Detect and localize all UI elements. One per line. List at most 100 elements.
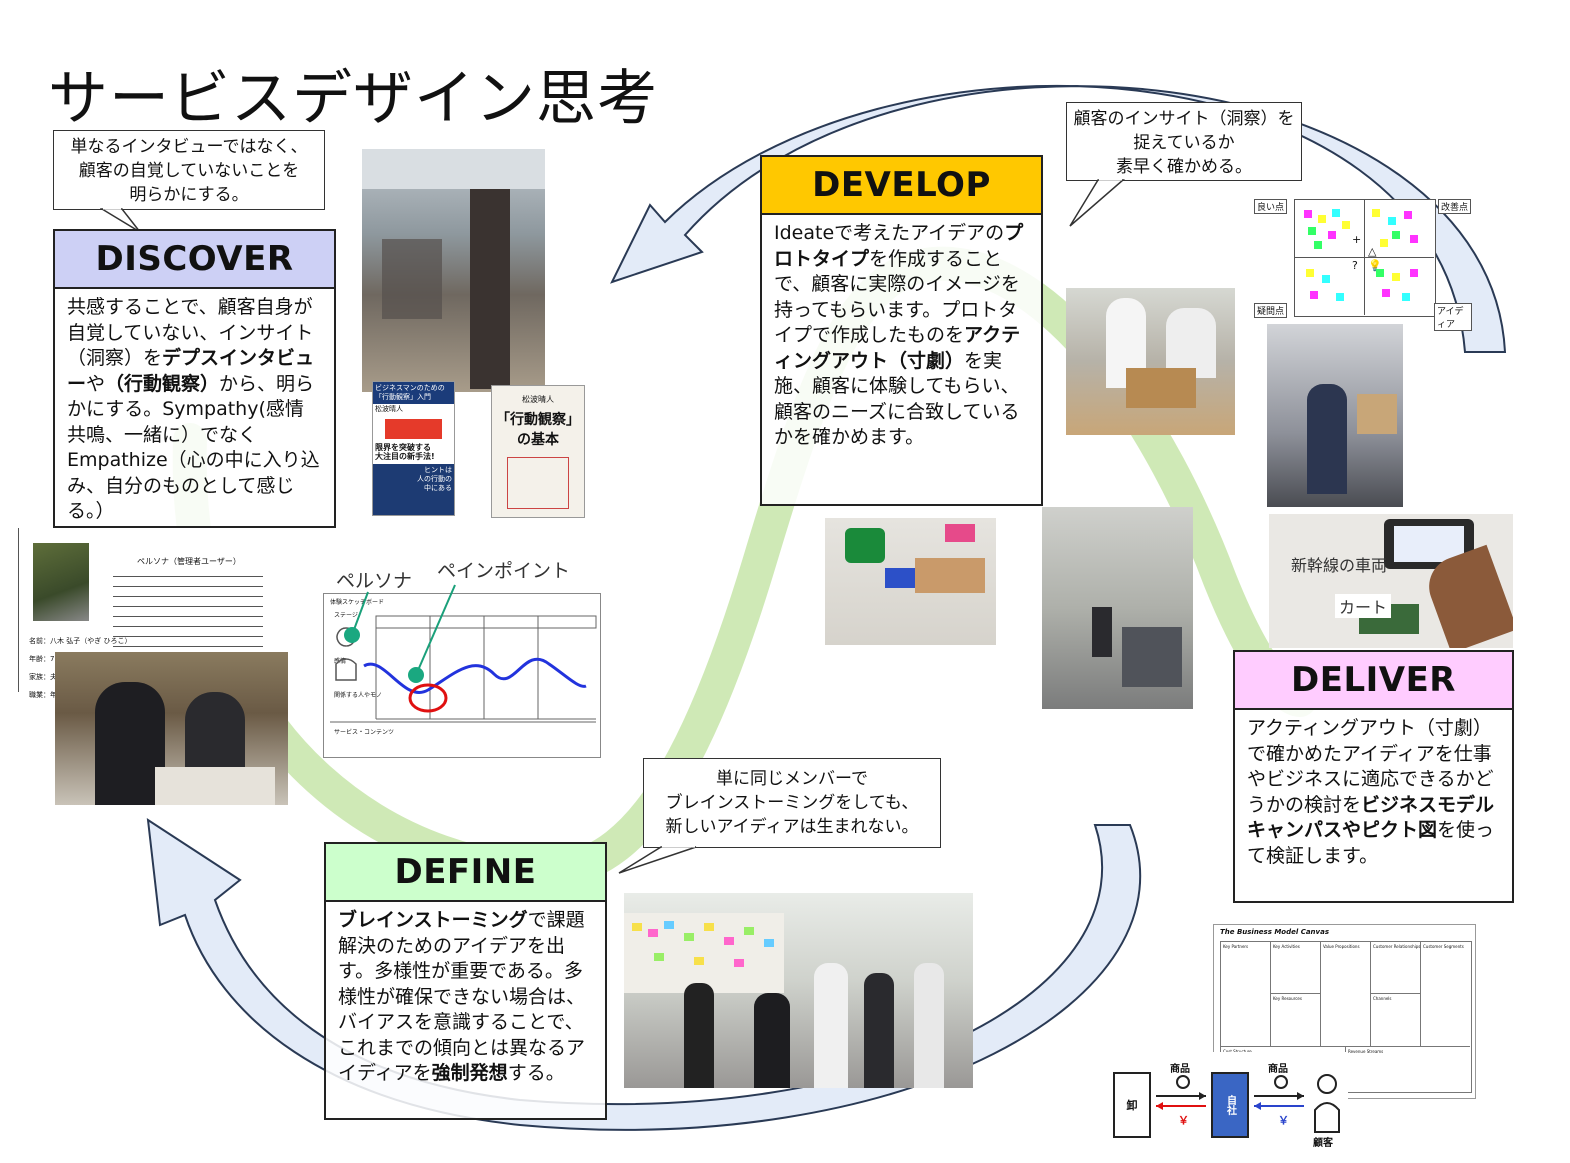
discover-callout: 単なるインタビューではなく、 顧客の自覚していないことを 明らかにする。 [53,130,325,210]
bmc-cell-label: Cost Structure [1223,1049,1252,1054]
bmc-cell-label: Key Resources [1273,996,1302,1001]
depth-interview-photo [55,652,288,805]
journey-row-label: 関係する人やモノ [334,692,383,699]
define-header: DEFINE [324,842,607,902]
pict-product-label: 商品 [1268,1064,1288,1075]
top-cycle-arrow [610,84,1507,353]
develop-callout-line: 顧客のインサイト（洞察）を [1073,109,1295,129]
bmc-cell-label: Customer Segments [1423,944,1464,949]
deliver-header: DELIVER [1233,650,1514,710]
discover-text: 共感することで、顧客自身が自覚していない、インサイト（洞察）を [67,296,314,369]
define-callout-line: ブレインストーミングをしても、 [665,793,919,813]
board-symbol: ? [1352,259,1358,272]
board-label: アイディア [1434,303,1472,331]
persona-field: 名前：八木 弘子（やぎ ひろこ） [29,637,132,645]
discover-callout-line: 単なるインタビューではなく、 [70,137,308,157]
book2-title: 「行動観察」 [496,412,580,428]
develop-callout-tail [1069,179,1126,227]
bmc-title: The Business Model Canvas [1220,928,1329,936]
discover-text: から、明らかにする。Sympathy(感情共鳴、一緒に）でなくEmpathize… [67,372,320,523]
station-observation-photo [362,149,545,392]
persona-field: 家族：夫と二人 [29,673,78,681]
discover-callout-tail [100,208,141,233]
persona-sheet-title: ペルソナ（管理者ユーザー） [137,557,241,566]
define-callout: 単に同じメンバーで ブレインストーミングをしても、 新しいアイディアは生まれない… [643,758,941,848]
define-callout-line: 新しいアイディアは生まれない。 [665,817,919,837]
pict-company: 自社 [1211,1072,1249,1138]
develop-text-bold: アクティングアウト（寸劇） [774,324,1021,372]
deliver-text: を使って検証します。 [1247,819,1495,867]
discover-text-bold: （行動観察） [105,372,220,395]
book1-line: ビジネスマンのための [375,384,445,392]
book1-tag: 人の行動の [417,475,452,483]
pict-customer-label: 顧客 [1313,1138,1333,1149]
bmc-cell-label: Customer Relationships [1373,944,1421,949]
persona-label: ペルソナ [336,570,413,592]
pict-arrows [1156,1074,1340,1133]
discover-text-bold: デプスインタビュー [67,347,315,395]
pict-yen-label: ￥ [1178,1114,1189,1127]
persona-field: 職業：年金 [29,691,64,699]
bmc-cell-label: Revenue Streams [1348,1049,1384,1054]
discover-body: 共感することで、顧客自身が自覚していない、インサイト（洞察）をデプスインタビュー… [53,289,336,528]
discover-header: DISCOVER [53,229,336,289]
board-symbol: 💡 [1368,259,1382,272]
book1-tag: 大注目の新手法! [375,452,435,461]
prototype-workshop-photo [1066,288,1235,435]
define-text: で課題解決のためのアイデアを出す。多様性が重要である。多様性が確保できない場合は… [338,909,586,1084]
deliver-text: アクティングアウト（寸劇）で確かめたアイディアを仕事やビジネスに適応できるかどう… [1247,717,1494,816]
book1-tag: ヒントは [424,466,452,474]
journey-row-label: サービス・コンテンツ [334,729,395,736]
develop-callout-line: 捉えているか [1133,133,1235,153]
define-callout-tail [618,846,697,874]
develop-text-bold: プロトタイプ [774,222,1024,270]
feedback-board: 良い点 改善点 疑問点 アイディア + △ ? 💡 [1252,195,1472,331]
brainstorming-photo [624,893,973,1088]
board-label: 改善点 [1438,199,1472,214]
deliver-text-bold: ビジネスモデルキャンパスやピクト図 [1247,793,1495,842]
board-symbol: △ [1368,245,1377,258]
book2-author: 松波晴人 [522,395,554,404]
journey-board-title: 体験スケッチボード [330,599,385,606]
bmc-cell-label: Key Activities [1273,944,1300,949]
define-text-bold: ブレインストーミング [338,909,528,931]
acting-out-photo [1267,324,1403,507]
define-body: ブレインストーミングで課題解決のためのアイデアを出す。多様性が重要である。多様性… [324,902,607,1120]
book-cover-behavior-observation-intro: ビジネスマンのための「行動観察」入門 松波晴人 限界を突破する大注目の新手法! … [372,381,455,516]
book-cover-behavior-observation-basics: 松波晴人 「行動観察」 の基本 [491,385,585,518]
photo-label-cart: カート [1335,594,1392,618]
bmc-cell-label: Channels [1373,996,1392,1001]
persona-fields: 名前：八木 弘子（やぎ ひろこ） 年齢：70歳 家族：夫と二人 職業：年金 [29,632,131,704]
shinkansen-cart-photo: 新幹線の車両 カート [1269,514,1513,648]
workshop-room-photo [1042,507,1193,709]
develop-callout: 顧客のインサイト（洞察）を 捉えているか 素早く確かめる。 [1066,102,1302,181]
develop-body: Ideateで考えたアイデアのプロトタイプを作成することで、顧客に実際のイメージ… [760,215,1043,506]
pict-wholesaler: 卸 [1113,1072,1151,1138]
book2-title: の基本 [517,432,559,448]
persona-photo [33,543,89,621]
discover-text: や [86,372,106,395]
develop-callout-line: 素早く確かめる。 [1116,157,1252,177]
develop-text: を作成することで、顧客に実際のイメージを持ってもらいます。プロトタイプで作成した… [774,247,1020,347]
develop-header: DEVELOP [760,155,1043,215]
book1-tag: 中にある [424,484,452,492]
painpoint-label: ペインポイント [437,560,571,582]
photo-label-shinkansen: 新幹線の車両 [1291,556,1388,575]
define-callout-line: 単に同じメンバーで [716,769,868,789]
board-symbol: + [1352,233,1362,246]
discover-callout-line: 明らかにする。 [129,185,249,205]
bmc-cell-label: Value Propositions [1323,944,1360,949]
pict-yen-label: ￥ [1278,1114,1289,1127]
book1-line: 「行動観察」入門 [375,393,431,401]
develop-text: Ideateで考えたアイデアの [774,222,1005,244]
page-title: サービスデザイン思考 [48,64,658,134]
pict-product-label: 商品 [1170,1064,1190,1075]
develop-text: を実施、顧客に体験してもらい、顧客のニーズに合致しているかを確かめます。 [774,349,1020,449]
board-label: 良い点 [1254,199,1288,214]
book1-tag: 限界を突破する [375,443,431,452]
discover-callout-line: 顧客の自覚していないことを [78,161,300,181]
book1-author: 松波晴人 [375,405,403,413]
deliver-body: アクティングアウト（寸劇）で確かめたアイディアを仕事やビジネスに適応できるかどう… [1233,710,1514,903]
journey-row-label: ステージ [334,612,358,619]
define-text-bold: 強制発想 [431,1062,508,1084]
